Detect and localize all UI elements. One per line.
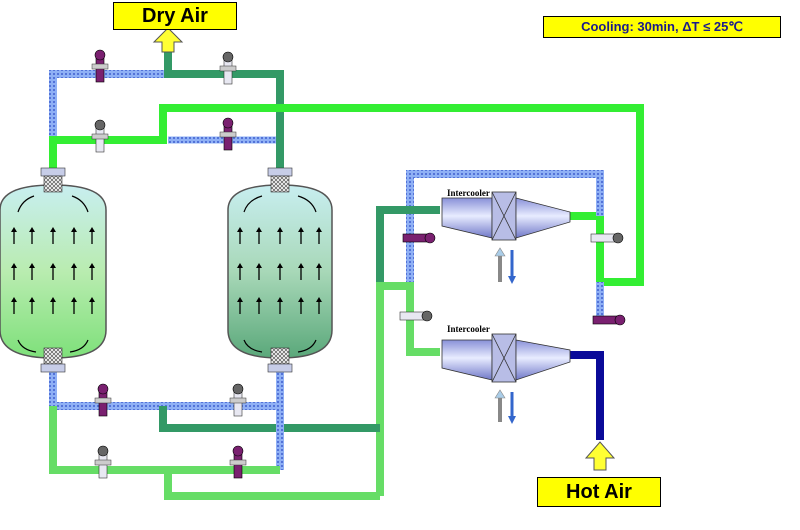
valves [91, 49, 626, 479]
valve-icon [229, 383, 247, 417]
pipe-lg-mid [376, 282, 440, 496]
flow-arrows-left [10, 195, 96, 353]
cooling-info-label: Cooling: 30min, ΔT ≤ 25℃ [543, 16, 781, 38]
intercooler-label-bottom: Intercooler [447, 324, 490, 334]
valve-icon [592, 314, 626, 326]
hot-air-label: Hot Air [537, 477, 661, 507]
pipe-ic-blue [406, 170, 604, 318]
pipes [49, 50, 644, 500]
intercooler-label-top: Intercooler [447, 188, 490, 198]
valve-icon [219, 51, 237, 85]
valve-icon [94, 383, 112, 417]
intercooler-top [441, 191, 571, 284]
valve-icon [399, 310, 433, 322]
valve-icon [219, 117, 237, 151]
pipe-hot-air [570, 351, 604, 440]
pipe-top-blue [49, 70, 230, 168]
valve-icon [402, 232, 436, 244]
valve-icon [590, 232, 624, 244]
dry-air-label: Dry Air [113, 2, 237, 30]
valve-icon [91, 119, 109, 153]
flow-arrows-right [236, 195, 323, 353]
pipe-bottom-dark-green [159, 406, 380, 432]
up-arrow-icon [584, 441, 616, 471]
pipe-top-green [49, 104, 644, 286]
intercooler-bottom [441, 333, 571, 424]
up-arrow-icon [152, 27, 184, 53]
